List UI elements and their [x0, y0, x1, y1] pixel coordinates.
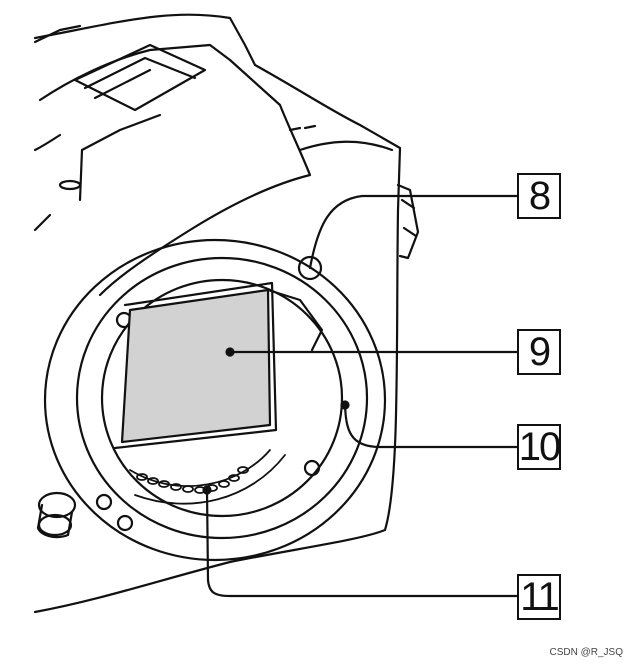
lens-mount-flange	[75, 256, 369, 540]
mount-screw	[303, 459, 321, 477]
mount-screw	[95, 493, 113, 511]
callout-10: 10	[517, 424, 561, 470]
callout-8: 8	[517, 173, 561, 219]
leader-line-10	[343, 403, 519, 449]
callout-9: 9	[517, 329, 561, 375]
hot-shoe	[73, 43, 207, 112]
lens-mount-outer-ring	[43, 238, 387, 562]
electronic-contacts	[129, 449, 286, 505]
camera-body-outline	[33, 13, 402, 614]
release-button	[36, 491, 77, 539]
image-sensor	[120, 288, 272, 444]
leader-line-8	[308, 194, 519, 270]
callout-11: 11	[517, 574, 561, 620]
strap-lug	[396, 183, 420, 260]
mount-index-mark	[297, 255, 323, 281]
mount-screw	[116, 514, 134, 532]
watermark: CSDN @R_JSQ	[549, 647, 624, 658]
leader-line-11	[205, 488, 519, 598]
